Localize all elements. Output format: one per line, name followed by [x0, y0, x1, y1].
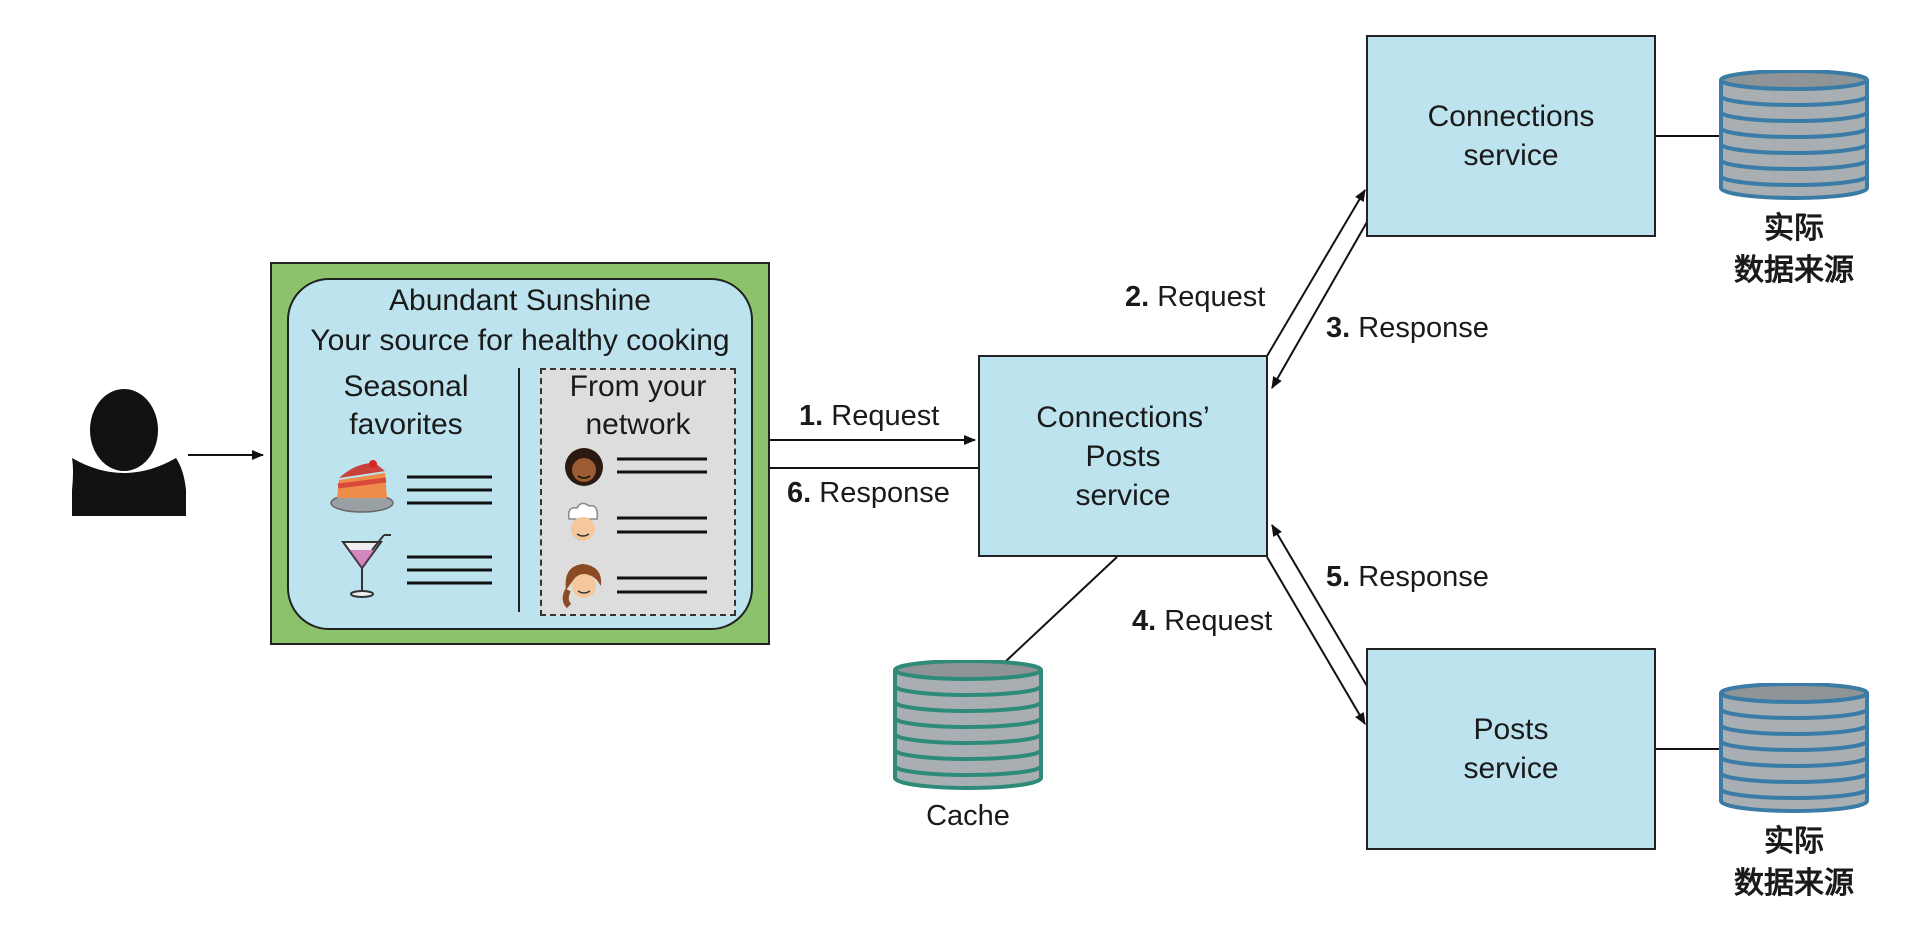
- connections-posts-service: Connections’ Posts service: [978, 355, 1268, 557]
- seasonal-heading-line2: favorites: [349, 408, 463, 441]
- posts-service: Posts service: [1366, 648, 1656, 850]
- cocktail-icon: [341, 534, 391, 598]
- connections-posts-line2: Posts: [1085, 439, 1161, 473]
- avatar-chef-icon: [567, 502, 599, 541]
- posts-source-database-icon: [1719, 683, 1869, 813]
- connections-posts-line1: Connections’: [1036, 400, 1210, 434]
- posts-service-line1: Posts: [1473, 713, 1549, 746]
- label-step-6: 6. Response: [787, 477, 950, 509]
- user-icon: [72, 389, 186, 516]
- avatar-woman-curly-icon: [565, 448, 603, 486]
- arrow-request-2: [1266, 189, 1366, 357]
- cache-connector: [1004, 556, 1118, 663]
- connections-source-database-icon: [1719, 70, 1869, 200]
- label-step-1: 1. Request: [799, 400, 940, 432]
- connections-posts-line3: service: [1075, 478, 1171, 512]
- arrow-request-4: [1266, 556, 1366, 725]
- label-step-2: 2. Request: [1125, 281, 1266, 313]
- network-heading-line2: network: [585, 408, 691, 441]
- network-heading-line1: From your: [569, 370, 707, 403]
- seasonal-heading-line1: Seasonal: [343, 370, 469, 403]
- posts-source-label-line1: 实际: [1764, 825, 1824, 858]
- cache-label: Cache: [926, 800, 1010, 832]
- label-step-3: 3. Response: [1326, 312, 1489, 344]
- posts-service-line2: service: [1463, 752, 1559, 785]
- connections-source-label-line2: 数据来源: [1734, 254, 1854, 287]
- label-step-5: 5. Response: [1326, 561, 1489, 593]
- connections-service-line1: Connections: [1427, 100, 1595, 133]
- app-content: [330, 448, 707, 609]
- app-title: Abundant Sunshine: [389, 284, 651, 317]
- arrow-response-3: [1271, 221, 1368, 389]
- avatar-girl-icon: [562, 564, 602, 609]
- cake-icon: [330, 460, 394, 513]
- label-step-4: 4. Request: [1132, 605, 1273, 637]
- cache-database-icon: [893, 660, 1043, 790]
- arrow-response-5: [1271, 524, 1368, 687]
- connections-source-label-line1: 实际: [1764, 212, 1824, 245]
- app-column-divider: [518, 368, 520, 612]
- posts-source-label-line2: 数据来源: [1734, 867, 1854, 900]
- connections-service-line2: service: [1463, 139, 1559, 172]
- connections-service: Connections service: [1366, 35, 1656, 237]
- app-subtitle: Your source for healthy cooking: [310, 324, 730, 357]
